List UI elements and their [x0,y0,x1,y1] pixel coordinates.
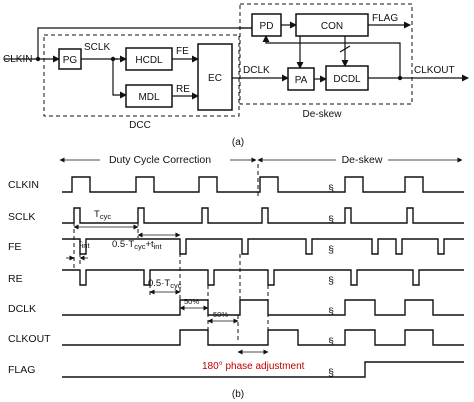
con-label: CON [321,21,343,32]
pd-label: PD [260,21,274,32]
sig-label-sclk: SCLK [8,211,35,223]
ec-label: EC [208,73,222,84]
pct-a-label: 50% [184,297,199,306]
pg-label: PG [63,55,78,66]
deskew-phase-label: De-skew [342,154,383,166]
sig-label-flag: FLAG [8,364,35,376]
re-label: RE [176,84,190,95]
sig-label-dclk: DCLK [8,303,36,315]
pa-label: PA [295,75,308,86]
break-sclk: § [328,214,334,226]
bus-slash [339,45,351,53]
phase-adjust-label: 180° phase adjustment [202,361,305,372]
dcdl-label: DCDL [333,74,361,85]
tint-label: tint [79,238,90,250]
hcdl-label: HCDL [135,55,163,66]
break-re: § [328,275,334,287]
caption-a: (a) [232,137,244,148]
pct-b-label: 50% [213,310,228,319]
break-fe: § [328,244,334,256]
break-clkin: § [328,183,334,195]
deskew-group-outline [239,3,413,105]
half-tcyc-tint-label: 0.5·Tcyc+tint [112,239,162,251]
dclk-label: DCLK [243,65,270,76]
clkout-label: CLKOUT [414,65,455,76]
sclk-label: SCLK [84,42,110,53]
clkout-feedback [262,35,401,78]
wave-dclk [62,299,464,316]
dcc-phase-label: Duty Cycle Correction [109,154,211,166]
tcyc-label: Tcyc [94,209,111,221]
wave-clkout [62,329,464,346]
dcc-label: DCC [129,120,151,131]
sig-label-clkout: CLKOUT [8,333,51,345]
mdl-label: MDL [138,92,160,103]
wave-clkin [62,176,464,193]
sig-label-clkin: CLKIN [8,179,39,191]
block-diagram: CLKIN PG SCLK HCDL MDL FE RE EC DCC DCLK [3,3,469,148]
break-dclk: § [328,306,334,318]
break-clkout: § [328,336,334,348]
break-flag: § [328,367,334,379]
deskew-label: De-skew [303,109,343,120]
half-tcyc-label: 0.5·Tcyc [148,278,182,290]
fe-label: FE [176,46,189,57]
break-marks: § § § § § § § [328,183,334,379]
sig-label-re: RE [8,273,23,285]
wave-re [62,269,464,286]
caption-b: (b) [232,389,244,400]
ec-block [197,43,233,111]
dcc-phase-label-bg [100,152,230,166]
wave-sclk [62,207,464,224]
timing-diagram: Duty Cycle Correction De-skew CLKIN SCLK… [8,152,464,400]
dcc-group-outline [43,34,240,117]
deskew-phase-label-bg [336,152,388,166]
wave-flag [62,361,464,378]
sig-label-fe: FE [8,241,21,253]
flag-label: FLAG [372,13,398,24]
sclk-to-mdl [112,59,127,99]
